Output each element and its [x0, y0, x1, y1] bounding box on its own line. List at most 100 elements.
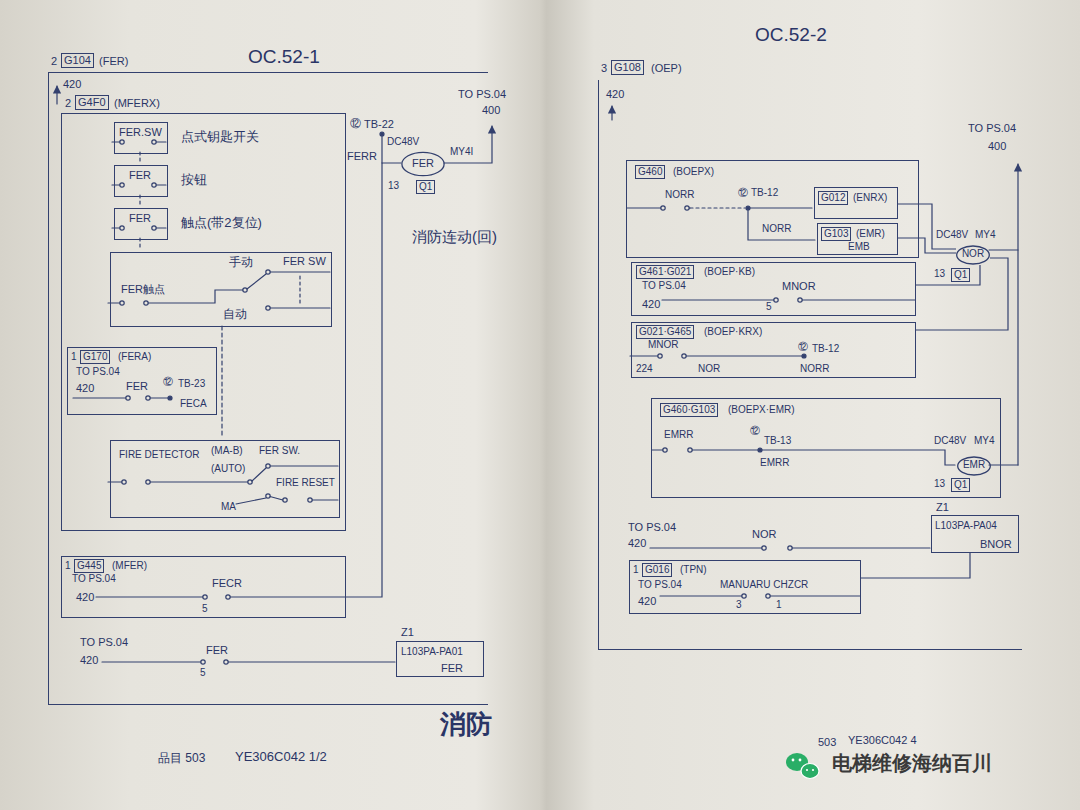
node-text: (ENRX): [853, 192, 887, 204]
wire-connector: [898, 204, 956, 249]
signal-name: TO PS.04: [628, 521, 676, 534]
node-text: (TPN): [680, 564, 707, 576]
frame-box: 2G104(FER)2G4F0(MFERX)FER.SW点式钥匙开关FER按钮F…: [48, 72, 488, 705]
switch-box: FER触点手动FER SW自动: [110, 252, 332, 327]
signal-name: TO PS.04: [80, 636, 128, 649]
node-text: L103PA-PA04: [935, 520, 997, 532]
node-text: G108: [611, 60, 644, 75]
node-text: Z1: [936, 501, 949, 514]
node-text: 触点(带2复位): [181, 216, 262, 231]
part-name: Q1: [416, 180, 435, 194]
circuit-box: 1G445(MFER)TO PS.04420FECR5: [61, 556, 346, 618]
node-text: FER SW.: [259, 445, 300, 457]
relay-coil: EMR: [957, 456, 991, 476]
signal-name: 400: [482, 104, 500, 117]
wire-connector: [916, 265, 980, 285]
node-text: (BOEPX): [673, 166, 714, 178]
node-text: G445: [74, 559, 104, 573]
node-text: 1: [776, 599, 782, 611]
terminal-box: Z1L103PA-PA04BNOR: [931, 515, 1019, 553]
node-text: G016: [642, 563, 672, 577]
node-text: 420: [642, 298, 660, 311]
node-text: EMRR: [760, 457, 789, 469]
node-text: 手动: [229, 256, 253, 270]
signal-name: 420: [80, 654, 98, 667]
node-text: (MFER): [112, 560, 147, 572]
node-text: ⑫: [798, 341, 808, 353]
part-name: Q1: [951, 478, 970, 492]
node-text: TO PS.04: [638, 579, 682, 591]
node-text: 1: [65, 560, 71, 572]
node-text: G170: [80, 350, 110, 364]
pin-number: 5: [200, 667, 206, 679]
pin-number: 13: [388, 180, 399, 192]
node-text: 1: [71, 351, 77, 363]
node-text: TB-23: [178, 378, 205, 390]
node-text: 自动: [223, 308, 247, 322]
node-text: NOR: [698, 363, 720, 375]
node-text: (BOEP·KRX): [704, 326, 762, 338]
contact-name: FER: [206, 644, 228, 657]
node-text: EMRR: [664, 429, 693, 441]
node-text: (MFERX): [114, 97, 160, 110]
callout-number: ⑫: [350, 117, 361, 130]
relay-type: MY4: [975, 229, 996, 241]
module-box: 2G4F0(MFERX)FER.SW点式钥匙开关FER按钮FER触点(带2复位)…: [61, 113, 346, 531]
node-text: FER: [129, 212, 151, 225]
sheet-title: OC.52-1: [248, 46, 320, 68]
node-text: G012: [818, 191, 848, 205]
detector-box: FIRE DETECTOR(MA-B)(AUTO)FER SW.FIRE RES…: [110, 440, 340, 518]
node-text: FER: [401, 157, 445, 170]
signal-name: TO PS.04: [968, 122, 1016, 135]
drawing-number: YE306C042 4: [848, 734, 917, 747]
node-text: G104: [61, 53, 94, 68]
circuit-box: G460·G103(BOEPX·EMR)EMRR⑫TB-13EMRRDC48VM…: [651, 398, 1001, 498]
note: 消防连动(回): [412, 228, 497, 245]
pin-number: 13: [934, 478, 945, 490]
sub-box: G103(EMR)EMB: [817, 223, 898, 255]
node-text: (AUTO): [211, 463, 245, 475]
node-text: FIRE DETECTOR: [119, 449, 199, 461]
frame-box: 3G108(OEP)G460(BOEPX)NORR⑫TB-12NORRG012(…: [598, 80, 1022, 650]
voltage-label: DC48V: [387, 136, 419, 148]
node-text: TO PS.04: [72, 573, 116, 585]
signal-name: TO PS.04: [458, 88, 506, 101]
node-text: 3: [601, 62, 607, 75]
relay-coil: FER: [401, 151, 445, 177]
circuit-box: G021·G465(BOEP·KRX)MNOR224NOR⑫TB-12NORR: [631, 322, 916, 378]
voltage-label: DC48V: [936, 229, 968, 241]
node-text: MA: [221, 501, 236, 513]
node-text: TO PS.04: [76, 366, 120, 378]
node-text: (MA-B): [211, 445, 243, 457]
contact-box: FER触点(带2复位): [114, 208, 168, 240]
drawing-number: YE306C042 1/2: [235, 750, 327, 765]
node-text: 224: [636, 363, 653, 375]
node-text: G103: [821, 227, 851, 241]
circuit-box: 1G170(FERA)TO PS.04420FER⑫TB-23FECA: [67, 347, 217, 415]
node-text: G461·G021: [636, 265, 694, 279]
module-box: G460(BOEPX)NORR⑫TB-12NORRG012(ENRX)G103(…: [626, 160, 919, 258]
handwritten-note: 消防: [440, 710, 492, 740]
node-text: 420: [638, 595, 656, 608]
node-text: TB-12: [751, 187, 778, 199]
wire-connector: [346, 163, 401, 597]
node-text: BNOR: [980, 538, 1012, 551]
node-text: NORR: [665, 189, 694, 201]
signal-name: 420: [606, 88, 624, 101]
node-text: MNOR: [782, 280, 816, 293]
drawing-number: 品目 503: [158, 752, 205, 766]
node-text: FECA: [180, 398, 207, 410]
node-text: FER.SW: [119, 126, 162, 139]
node-text: (FER): [99, 55, 128, 68]
node-text: ⑫: [738, 187, 748, 199]
node-text: ⑫: [750, 425, 760, 437]
node-text: NOR: [956, 248, 990, 260]
signal-name: 420: [63, 78, 81, 91]
contact-box: FER.SW点式钥匙开关: [114, 122, 168, 154]
contact-box: FER按钮: [114, 165, 168, 197]
wechat-icon: [786, 753, 819, 779]
node-text: DC48V: [934, 435, 966, 447]
signal-name: 420: [628, 537, 646, 550]
node-text: 420: [76, 382, 94, 395]
